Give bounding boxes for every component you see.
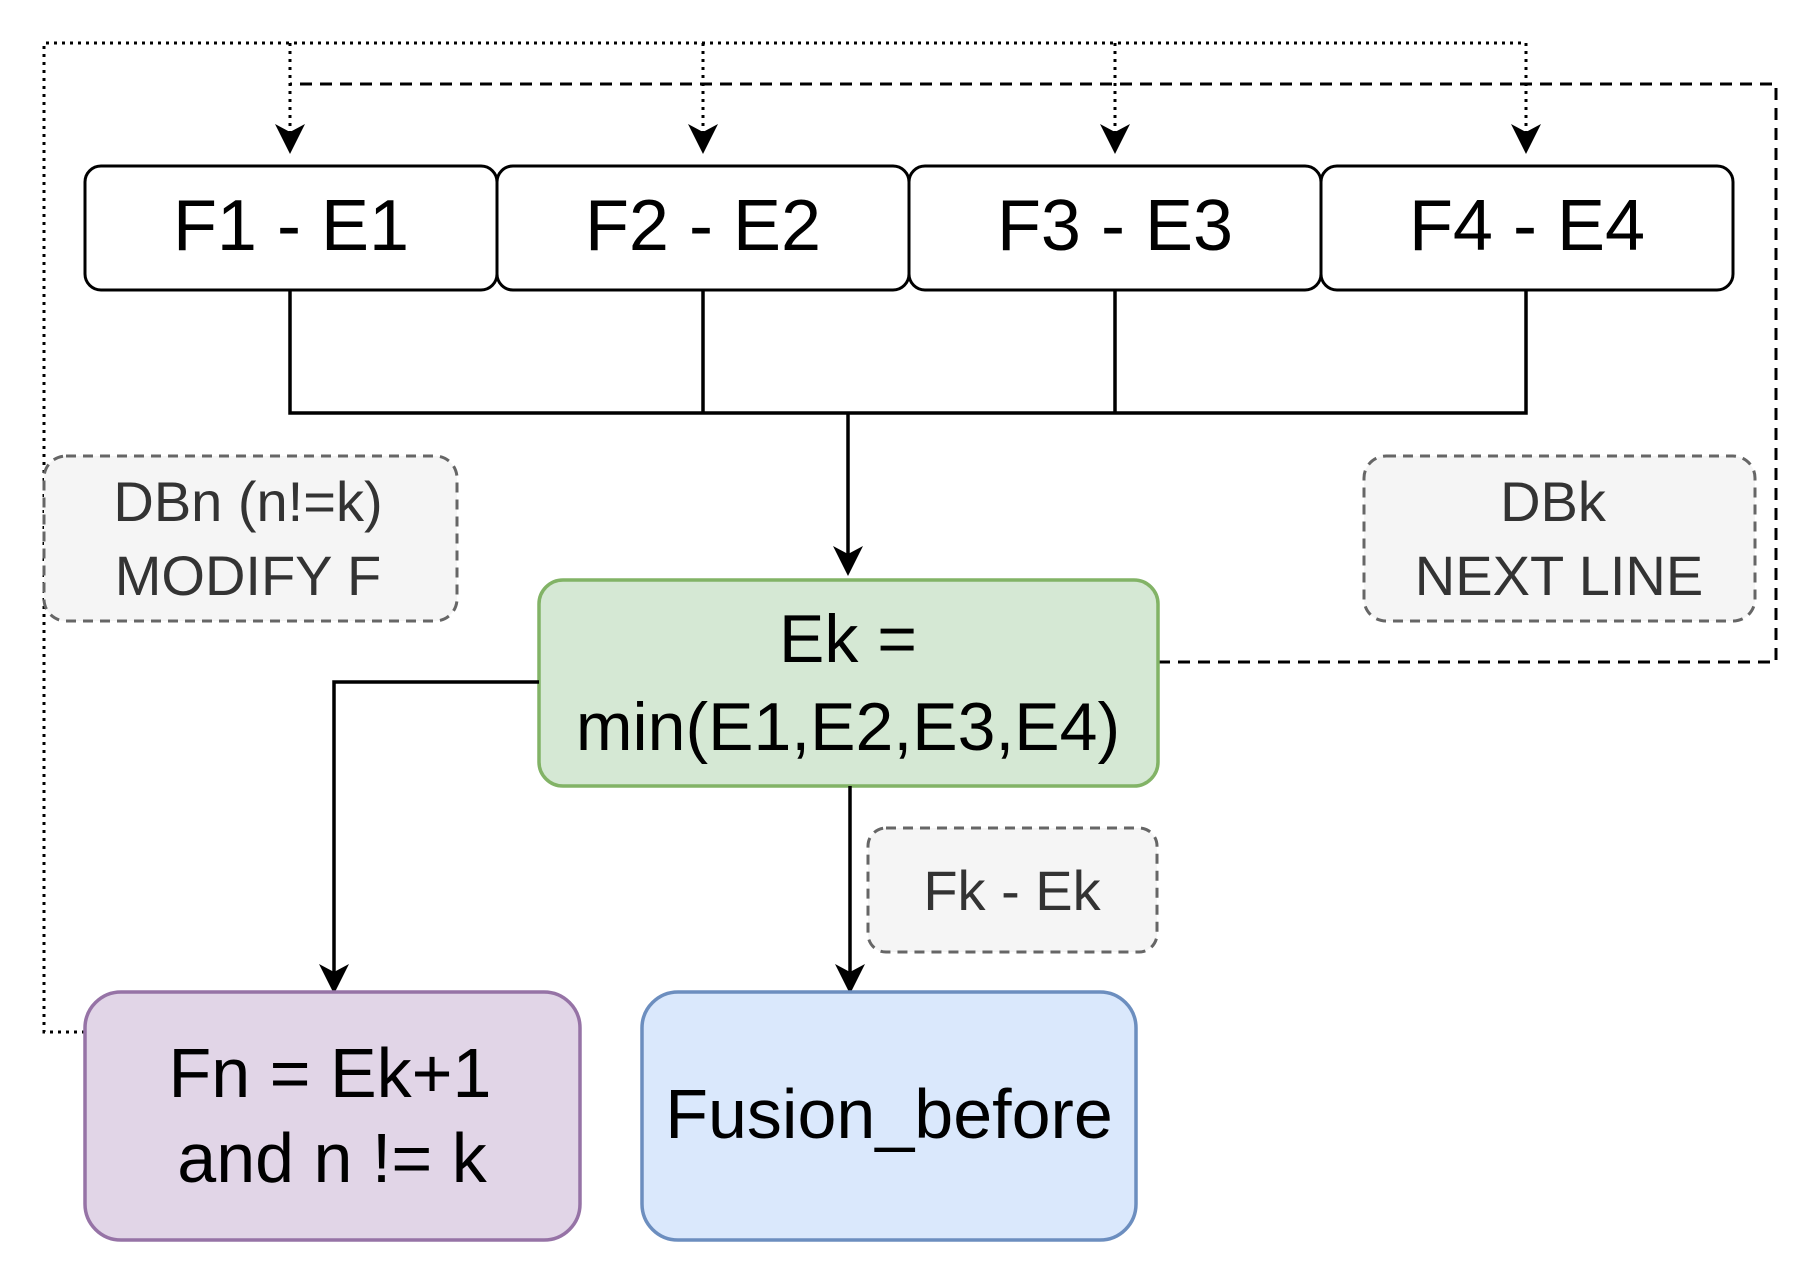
box-fn-line2: and n != k	[177, 1119, 487, 1197]
box-f2-label: F2 - E2	[585, 186, 821, 266]
box-f4-label: F4 - E4	[1409, 186, 1645, 266]
note-dbk-line2: NEXT LINE	[1415, 544, 1703, 607]
box-f4: F4 - E4	[1319, 164, 1735, 292]
note-fk-ek-label: Fk - Ek	[923, 859, 1101, 922]
box-ek-line1: Ek =	[779, 601, 917, 677]
box-f2: F2 - E2	[495, 164, 911, 292]
box-fn-line1: Fn = Ek+1	[169, 1034, 492, 1112]
note-dbk-line1: DBk	[1500, 470, 1607, 533]
box-fn: Fn = Ek+1 and n != k	[83, 990, 582, 1242]
dotted-feedback-connector	[42, 41, 1526, 1034]
merge-bus	[288, 290, 1528, 415]
box-fusion-before: Fusion_before	[640, 990, 1138, 1242]
note-dbn: DBn (n!=k) MODIFY F	[42, 454, 459, 623]
note-dbn-line2: MODIFY F	[115, 544, 382, 607]
dashed-next-line-connector	[290, 82, 1778, 664]
note-dbk: DBk NEXT LINE	[1362, 454, 1757, 623]
arrow-to-fn	[319, 680, 539, 994]
box-f3: F3 - E3	[907, 164, 1323, 292]
note-dbn-line1: DBn (n!=k)	[113, 470, 382, 533]
note-fk-ek: Fk - Ek	[866, 826, 1159, 954]
box-f1: F1 - E1	[83, 164, 499, 292]
box-fusion-label: Fusion_before	[665, 1075, 1113, 1153]
box-ek-line2: min(E1,E2,E3,E4)	[576, 689, 1120, 765]
box-ek-min: Ek = min(E1,E2,E3,E4)	[537, 578, 1160, 788]
box-f3-label: F3 - E3	[997, 186, 1233, 266]
box-f1-label: F1 - E1	[173, 186, 409, 266]
